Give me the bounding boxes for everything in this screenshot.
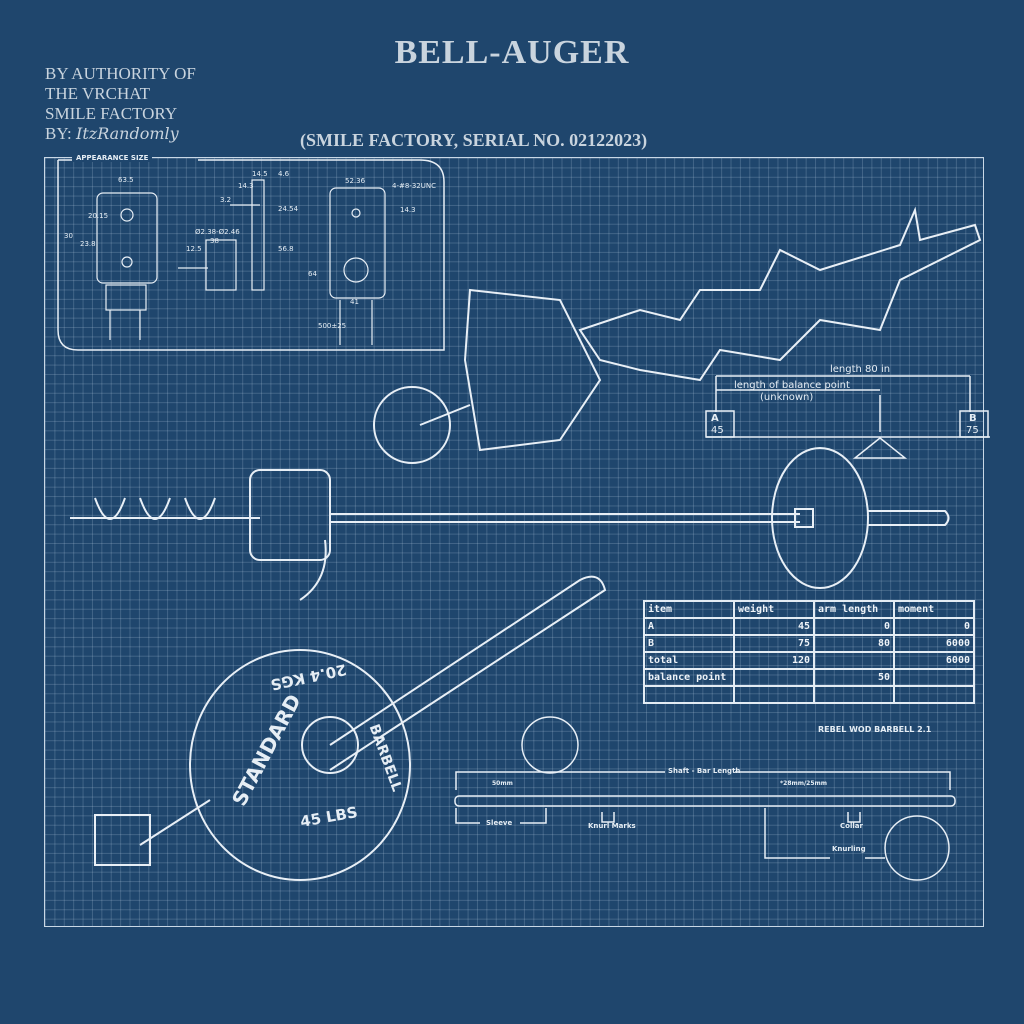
dim-label: 4-#8-32UNC <box>392 182 436 190</box>
table-row: balance point 50 <box>643 668 975 687</box>
cell: 80 <box>813 634 895 653</box>
table-row <box>643 685 975 704</box>
header-cell: item <box>643 600 735 619</box>
shaft-label: Shaft - Bar Length <box>668 767 741 775</box>
cell: 0 <box>893 617 975 636</box>
motor-side-view <box>178 179 265 291</box>
weight-a-value: 45 <box>711 425 724 436</box>
sleeve-label: Sleeve <box>486 819 513 827</box>
dim-label: 14.3 <box>400 206 416 214</box>
dim-label: 41 <box>350 298 359 306</box>
balance-point-value: (unknown) <box>760 392 814 403</box>
dim-label: 20.15 <box>88 212 109 220</box>
table-header-row: item weight arm length moment <box>643 600 975 619</box>
authority-line: THE VRCHAT <box>45 84 150 103</box>
appearance-size-label: APPEARANCE SIZE <box>72 154 153 162</box>
collar-label: Collar <box>840 822 863 830</box>
authority-line: SMILE FACTORY <box>45 104 178 123</box>
cell <box>733 668 815 687</box>
weight-b-value: 75 <box>966 425 979 436</box>
weight-plate-drawing <box>94 575 607 881</box>
cell: total <box>643 651 735 670</box>
sleeve-diameter: 50mm <box>492 780 513 787</box>
cell: 6000 <box>893 634 975 653</box>
dim-label: 38 <box>210 237 219 245</box>
dim-label: 500±25 <box>318 322 347 330</box>
dim-label: Ø2.38-Ø2.46 <box>195 228 240 236</box>
signature: ItzRandomly <box>76 124 179 143</box>
motor-rear-view <box>329 187 386 345</box>
dim-label: 14.3 <box>238 182 254 190</box>
header-cell: moment <box>893 600 975 619</box>
knurl-marks-label: Knurl Marks <box>588 822 636 830</box>
auger-side-drawing <box>70 447 950 601</box>
cell: 45 <box>733 617 815 636</box>
barbell-title: REBEL WOD BARBELL 2.1 <box>818 725 932 734</box>
weight-a-label: A <box>711 413 719 424</box>
cell: 120 <box>733 651 815 670</box>
page-title: BELL-AUGER <box>394 34 630 71</box>
header-cell: weight <box>733 600 815 619</box>
dim-label: 63.5 <box>118 176 134 184</box>
cell <box>813 651 895 670</box>
dim-label: 12.5 <box>186 245 202 253</box>
dim-label: 14.5 <box>252 170 268 178</box>
knurling-label: Knurling <box>832 845 866 853</box>
blueprint-grid <box>44 157 984 927</box>
motor-front-view <box>96 192 158 340</box>
length-label: length 80 in <box>830 364 891 375</box>
cell <box>893 685 975 704</box>
balance-diagram <box>705 375 990 459</box>
dim-label: 52.36 <box>345 177 366 185</box>
dim-label: 4.6 <box>278 170 290 178</box>
dim-label: 64 <box>308 270 317 278</box>
header-cell: arm length <box>813 600 895 619</box>
dim-label: 30 <box>64 232 73 240</box>
auger-iso-drawing <box>373 206 982 464</box>
weight-b-label: B <box>969 413 977 424</box>
serial-number: (SMILE FACTORY, SERIAL NO. 02122023) <box>300 130 648 150</box>
dim-label: 23.8 <box>80 240 96 248</box>
dim-label: 3.2 <box>220 196 232 204</box>
authority-line: BY AUTHORITY OF <box>45 64 196 83</box>
appearance-panel <box>57 159 445 351</box>
cell <box>643 685 735 704</box>
cell: A <box>643 617 735 636</box>
dim-label: 56.8 <box>278 245 294 253</box>
balance-point-label: length of balance point <box>734 380 850 391</box>
authority-block: BY AUTHORITY OF THE VRCHAT SMILE FACTORY… <box>45 64 196 144</box>
shaft-diameter: *28mm/25mm <box>780 780 828 787</box>
by-label: BY: <box>45 124 72 143</box>
cell: balance point <box>643 668 735 687</box>
cell <box>813 685 895 704</box>
cell: 75 <box>733 634 815 653</box>
cell: B <box>643 634 735 653</box>
cell: 50 <box>813 668 895 687</box>
barbell-schematic <box>454 716 956 881</box>
cell: 6000 <box>893 651 975 670</box>
cell: 0 <box>813 617 895 636</box>
cell <box>733 685 815 704</box>
cell <box>893 668 975 687</box>
dim-label: 24.54 <box>278 205 299 213</box>
